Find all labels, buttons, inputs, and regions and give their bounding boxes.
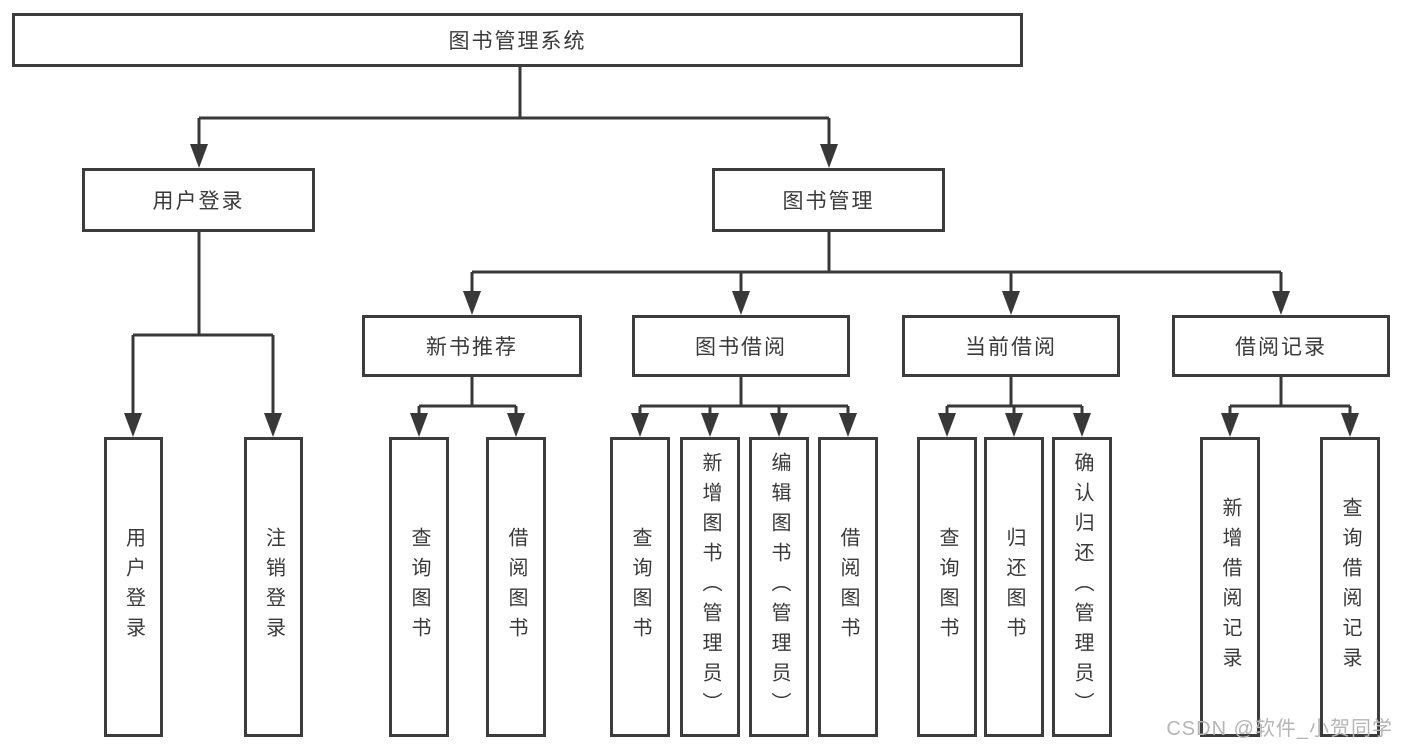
arrowhead [1002, 291, 1020, 315]
leaf-query-books-current: 查询图书 [917, 437, 977, 737]
arrowhead [1005, 413, 1023, 437]
node-new-book-recommend: 新书推荐 [362, 315, 582, 377]
leaf-borrow-books-borrow: 借阅图书 [818, 437, 878, 737]
arrowhead [1073, 413, 1091, 437]
arrowhead [1272, 291, 1290, 315]
leaf-user-login: 用户登录 [104, 437, 163, 737]
leaf-borrow-books-recommend: 借阅图书 [486, 437, 546, 737]
connector-root-to-level2 [190, 67, 838, 168]
arrowhead [938, 413, 956, 437]
leaf-query-books-borrow: 查询图书 [610, 437, 670, 737]
leaf-query-books-recommend: 查询图书 [389, 437, 449, 737]
connector-book-borrow-children [631, 377, 857, 437]
connector-current-borrow-children [938, 377, 1091, 437]
leaf-add-borrow-record: 新增借阅记录 [1200, 437, 1260, 737]
node-book-management: 图书管理 [712, 168, 945, 232]
leaf-confirm-return-admin: 确认归还（管理员） [1052, 437, 1112, 737]
arrowhead [820, 144, 838, 168]
leaf-query-borrow-record: 查询借阅记录 [1320, 437, 1380, 737]
connector-user-login-children [124, 232, 282, 437]
leaf-add-book-admin: 新增图书（管理员） [680, 437, 740, 737]
connector-borrow-records-children [1221, 377, 1359, 437]
arrowhead [410, 413, 428, 437]
leaf-logout: 注销登录 [244, 437, 303, 737]
arrowhead [839, 413, 857, 437]
csdn-watermark: CSDN @软件_小贺同学 [1166, 718, 1393, 740]
arrowhead [701, 413, 719, 437]
connector-new-book-recommend-children [410, 377, 525, 437]
node-user-login: 用户登录 [82, 168, 315, 232]
arrowhead [770, 413, 788, 437]
arrowhead [264, 413, 282, 437]
arrowhead [631, 413, 649, 437]
arrowhead [732, 291, 750, 315]
node-root: 图书管理系统 [12, 13, 1023, 67]
arrowhead [463, 291, 481, 315]
connector-book-management-to-level3 [463, 232, 1290, 315]
leaf-return-book: 归还图书 [984, 437, 1044, 737]
node-borrow-records: 借阅记录 [1172, 315, 1390, 377]
arrowhead [190, 144, 208, 168]
arrowhead [1341, 413, 1359, 437]
leaf-edit-book-admin: 编辑图书（管理员） [749, 437, 809, 737]
node-book-borrow: 图书借阅 [632, 315, 850, 377]
arrowhead [1221, 413, 1239, 437]
arrowhead [124, 413, 142, 437]
arrowhead [507, 413, 525, 437]
node-current-borrow: 当前借阅 [902, 315, 1120, 377]
